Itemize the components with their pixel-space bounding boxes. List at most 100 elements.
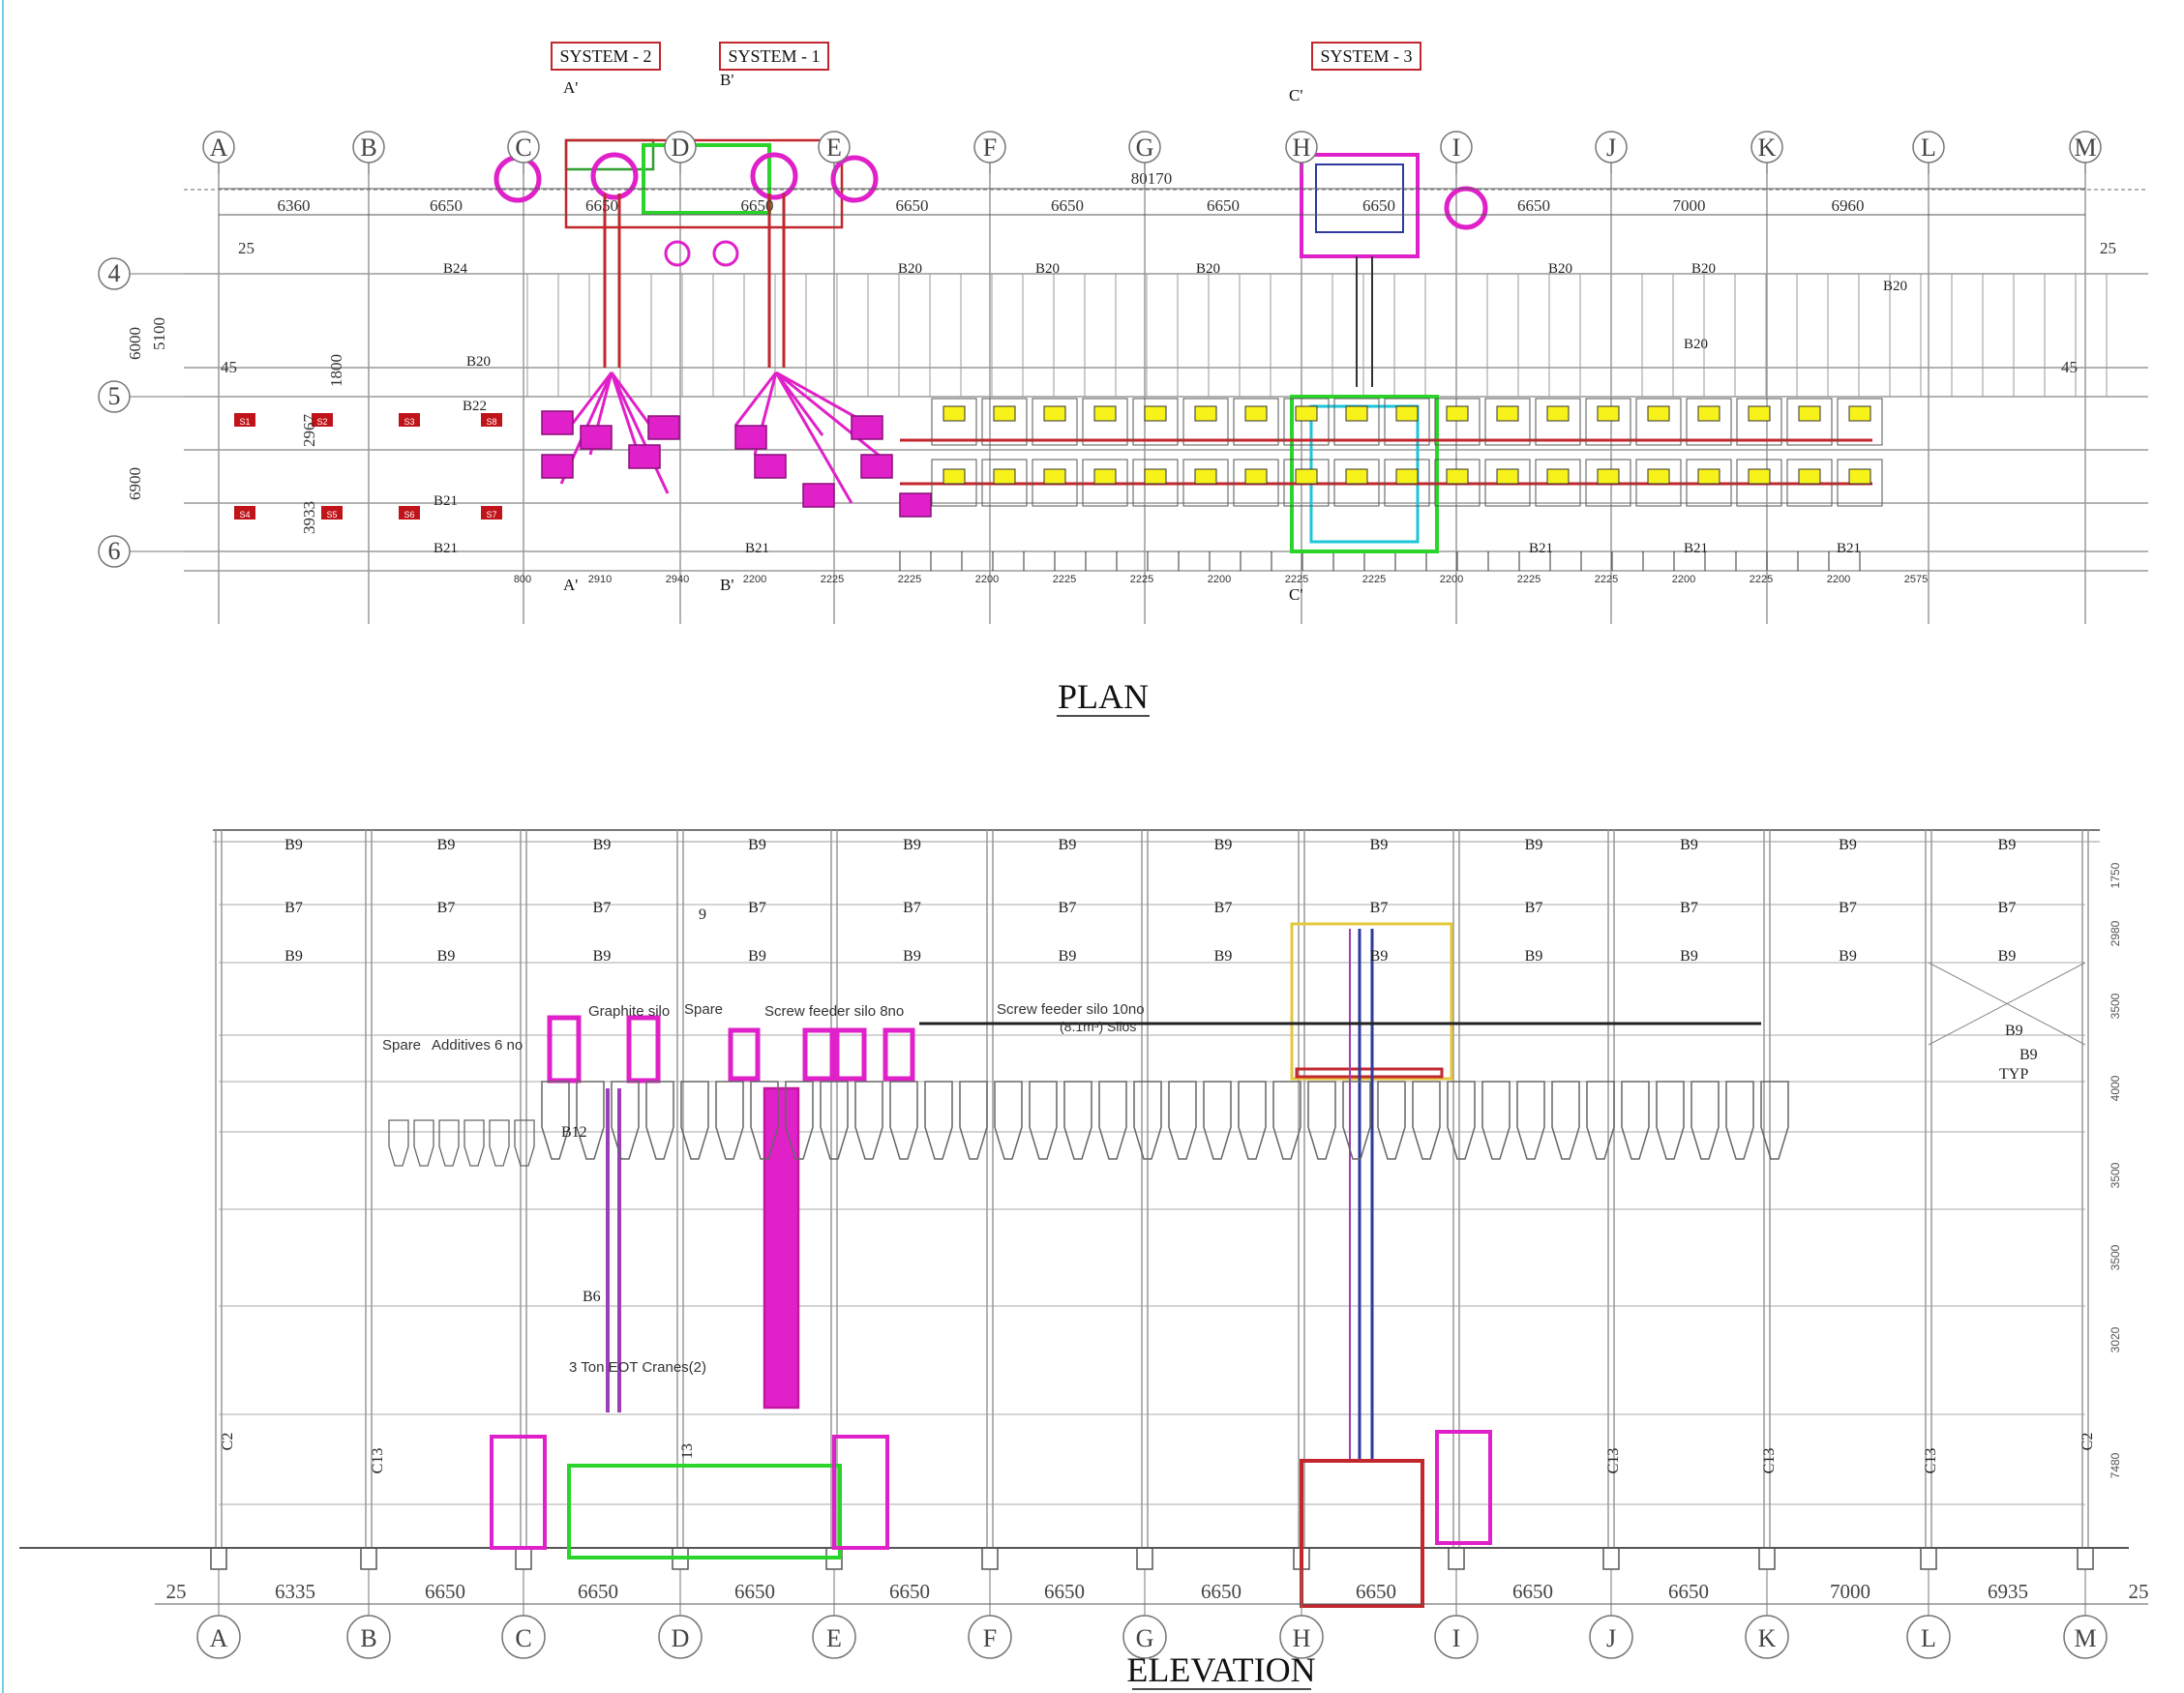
plan-beam-label: B20 — [1196, 261, 1220, 277]
silo-outline — [1535, 459, 1581, 507]
elevation-beam-label: B12 — [561, 1124, 587, 1141]
silo-tag-red — [312, 413, 333, 427]
silo-outline — [1434, 398, 1481, 446]
additive-hopper — [464, 1119, 485, 1167]
silo-outline — [1182, 398, 1229, 446]
grid-bubble-c: C — [501, 1569, 546, 1659]
bay-dimension: 2910 — [588, 574, 612, 585]
elevation-beam-label: B7 — [1370, 900, 1389, 916]
bay-dimension: 2225 — [1750, 574, 1773, 585]
silo-tag-yellow — [1093, 405, 1117, 422]
elevation-dimension: 6335 — [275, 1580, 315, 1603]
plan-beam-label: B21 — [745, 541, 769, 556]
hopper — [750, 1081, 779, 1160]
silo-outline — [1686, 459, 1732, 507]
silo-tag-label: S3 — [404, 417, 414, 427]
elevation-beam-label: B9 — [1680, 948, 1698, 965]
bay-dimension: 2200 — [1440, 574, 1463, 585]
silo-outline — [981, 398, 1028, 446]
silo-outline — [1736, 459, 1782, 507]
hopper — [1063, 1081, 1092, 1160]
silo-outline — [1686, 398, 1732, 446]
elevation-dimension: 6650 — [1201, 1580, 1242, 1603]
additive-hopper — [438, 1119, 460, 1167]
elevation-dimension: 6650 — [1356, 1580, 1396, 1603]
grid-bubble-b: B — [346, 1569, 391, 1659]
silo-outline — [1484, 398, 1531, 446]
silo-tag-yellow — [1496, 468, 1519, 485]
hopper — [820, 1081, 849, 1160]
silo-tag-yellow — [1597, 468, 1620, 485]
silo-tag-yellow — [1848, 405, 1871, 422]
structural-lines — [19, 160, 2148, 1570]
grid-bubble-j: J — [1595, 131, 1628, 174]
hopper — [1272, 1081, 1301, 1160]
grid-bubble-j: J — [1589, 1569, 1633, 1659]
bay-dimension: 2200 — [1672, 574, 1695, 585]
silo-outline — [1233, 398, 1279, 446]
elevation-beam-label: B7 — [1998, 900, 2017, 916]
svg-text:D: D — [672, 1624, 690, 1652]
elevation-right-dimension: 7480 — [2109, 1452, 2122, 1478]
bay-dimension: 2200 — [975, 574, 999, 585]
silo-tag-label: S2 — [316, 417, 327, 427]
svg-text:L: L — [1921, 1624, 1936, 1652]
elevation-right-dimension: 3500 — [2109, 1244, 2122, 1270]
silo-tag-label: S5 — [326, 510, 337, 520]
svg-text:D: D — [672, 134, 690, 162]
column-label: C13 — [1923, 1448, 1939, 1474]
column-dimension: 6650 — [896, 196, 929, 215]
plan-beam-label: B20 — [1548, 261, 1572, 277]
elevation-beam-label: B9 — [2005, 1023, 2023, 1039]
column-dimension: 6650 — [1051, 196, 1084, 215]
silo-outline — [1132, 459, 1179, 507]
bay-dimension: 2225 — [1053, 574, 1076, 585]
silo-tag-label: S6 — [404, 510, 414, 520]
elevation-beam-label: B9 — [593, 837, 612, 853]
svg-text:4: 4 — [108, 259, 121, 287]
elevation-beam-label: B9 — [1059, 948, 1077, 965]
silo-outline — [1032, 398, 1078, 446]
svg-text:B: B — [360, 1624, 376, 1652]
bay-dimension: 2225 — [1130, 574, 1153, 585]
hopper — [715, 1081, 744, 1160]
silo-outline — [1786, 459, 1833, 507]
elevation-beam-label: B9 — [748, 837, 766, 853]
silo-tag-yellow — [942, 468, 966, 485]
grid-bubble-i: I — [1440, 131, 1473, 174]
elevation-beam-label: B9 — [593, 948, 612, 965]
elevation-beam-label: 9 — [699, 906, 706, 923]
elevation-dimension: 6650 — [734, 1580, 775, 1603]
svg-text:L: L — [1921, 134, 1936, 162]
annotation-additives: Additives 6 no — [432, 1037, 523, 1054]
silo-tag-yellow — [1446, 468, 1469, 485]
hopper — [959, 1081, 988, 1160]
grid-bubble-m: M — [2063, 1569, 2108, 1659]
plan-beam-label: B20 — [466, 354, 491, 370]
svg-text:5: 5 — [108, 382, 121, 410]
elevation-title: ELEVATION — [1126, 1650, 1315, 1689]
silo-tag-yellow — [1697, 468, 1720, 485]
silo-tag-red — [234, 413, 255, 427]
svg-text:K: K — [1758, 134, 1777, 162]
elevation-beam-label: B7 — [748, 900, 766, 916]
bay-dimension: 2225 — [1362, 574, 1386, 585]
plan-beam-label: B22 — [463, 399, 487, 414]
grid-bubble-g: G — [1122, 1569, 1167, 1659]
additive-hopper — [388, 1119, 409, 1167]
plan-beam-label: B20 — [1035, 261, 1060, 277]
elevation-dimension: 6650 — [1668, 1580, 1709, 1603]
system-1-label: SYSTEM - 1 — [728, 46, 820, 66]
grid-bubble-c: C — [507, 131, 540, 174]
elevation-beam-label: B9 — [284, 837, 303, 853]
silo-tag-yellow — [1144, 468, 1167, 485]
elevation-beam-label: B9 — [1059, 837, 1077, 853]
hopper — [1203, 1081, 1232, 1160]
row-dimension: 3933 — [300, 501, 318, 534]
elevation-dimension: 6650 — [578, 1580, 618, 1603]
silo-tag-yellow — [1244, 468, 1268, 485]
svg-text:E: E — [826, 134, 842, 162]
